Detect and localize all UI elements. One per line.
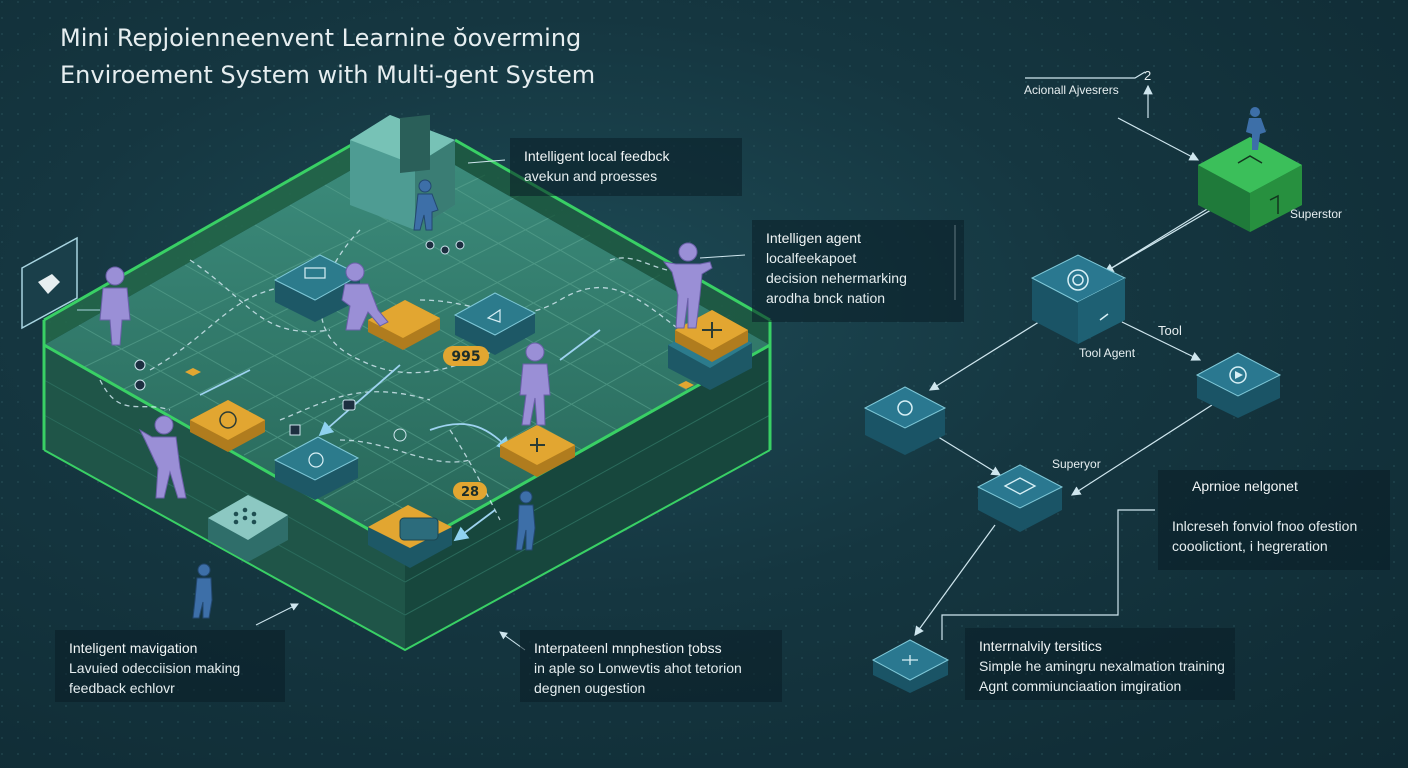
agent-figure-8 xyxy=(192,563,213,619)
agent-figure-6 xyxy=(413,179,439,231)
network-top-label: Acionall Ajvesrers xyxy=(1024,83,1119,97)
callout-agent-line2: localfeekapoet xyxy=(766,250,857,266)
badge-28-bg xyxy=(453,482,487,500)
title-line-2: Enviroement System with Multi-gent Syste… xyxy=(60,61,596,89)
left-tool-node xyxy=(863,386,947,455)
agent-figure-4 xyxy=(662,242,713,329)
callout-tactics-line3: Agnt commiunciaation imgiration xyxy=(979,678,1182,694)
callout-agent: Intelligen agent localfeekapoet decision… xyxy=(752,220,964,322)
tool-label: Tool xyxy=(1158,323,1182,338)
callout-navigation-line3: feedback echlovr xyxy=(69,680,175,696)
callout-local-feedback: Intelligent local feedbck avekun and pro… xyxy=(510,138,742,196)
callout-alignment-line3: cooolictiont, i hegreration xyxy=(1172,538,1328,554)
arena-right-side xyxy=(405,345,770,650)
callout-alignment: Aprnioe nelgonet Inlcreseh fonviol fnoo … xyxy=(1158,470,1390,570)
tile-terminal xyxy=(273,254,362,322)
agent-figure-3 xyxy=(519,342,551,426)
callout-manipulation-line1: Interpateenl mnphestion ʈobss xyxy=(534,640,722,656)
tile-chip xyxy=(273,436,360,500)
superyor-node xyxy=(976,464,1064,532)
orange-tile-3 xyxy=(500,425,575,477)
callout-navigation-line2: Lavuied odecciision making xyxy=(69,660,241,676)
callout-navigation-line1: Inteligent mavigation xyxy=(69,640,198,656)
orange-tile-1 xyxy=(368,300,440,350)
tool-agent-node xyxy=(1030,254,1127,344)
tile-panel xyxy=(208,495,288,562)
callout-agent-line4: arodha bnck nation xyxy=(766,290,886,306)
badge-995-bg xyxy=(443,346,489,366)
badge-28: 28 xyxy=(461,485,479,500)
network-edges xyxy=(914,71,1229,640)
callout-tactics-line1: Interrnalvily tersitics xyxy=(979,638,1102,654)
callout-local-feedback-line2: avekun and proesses xyxy=(524,168,658,184)
callout-manipulation: Interpateenl mnphestion ʈobss in aple so… xyxy=(520,630,782,702)
tile-arrow xyxy=(453,292,537,355)
callout-alignment-line2: Inlcreseh fonviol fnoo ofestion xyxy=(1172,518,1358,534)
arena-left-side xyxy=(44,345,405,650)
arena-floor xyxy=(44,165,770,550)
callout-alignment-line1: Aprnioe nelgonet xyxy=(1192,478,1298,494)
grid-number-badges: 995 28 xyxy=(443,346,489,500)
right-tool-node xyxy=(1195,352,1282,418)
callout-tactics-line2: Simple he amingru nexalmation training xyxy=(979,658,1225,674)
badge-995: 995 xyxy=(451,349,480,365)
network-top-number: 2 xyxy=(1144,68,1152,83)
supervisor-node xyxy=(1198,107,1302,232)
floor-chevrons xyxy=(185,368,694,389)
orange-tiles xyxy=(190,300,748,568)
agent-figure-1 xyxy=(99,266,131,346)
callout-manipulation-line2: in aple so Lonwevtis ahot tetorion xyxy=(534,660,742,676)
drone-icons xyxy=(134,240,465,442)
network-nodes xyxy=(863,107,1302,693)
agent-figure-2 xyxy=(341,262,389,331)
callout-local-feedback-line1: Intelligent local feedbck xyxy=(524,148,670,164)
orange-tile-5 xyxy=(368,505,452,568)
agents xyxy=(99,179,713,619)
agent-figure-7 xyxy=(515,490,536,551)
callout-manipulation-line3: degnen ougestion xyxy=(534,680,646,696)
agent-figure-5 xyxy=(138,415,187,499)
arena-grid xyxy=(78,164,735,531)
callout-agent-line1: Intelligen agent xyxy=(766,230,861,246)
orange-tile-2 xyxy=(190,400,265,452)
agent-paths xyxy=(99,229,701,521)
supervisor-label: Superstor xyxy=(1290,207,1343,221)
wall-monitor-icon xyxy=(21,236,100,330)
title-line-1: Mini Repjoienneenvent Learnine ŏoverming xyxy=(60,24,582,52)
bottom-tool-node xyxy=(871,639,950,693)
tool-agent-label: Tool Agent xyxy=(1079,346,1136,360)
callout-navigation: Inteligent mavigation Lavuied odecciisio… xyxy=(55,630,285,702)
callout-agent-line3: decision nehermarking xyxy=(766,270,907,286)
superyor-label: Superyor xyxy=(1052,457,1101,471)
callout-tactics: Interrnalvily tersitics Simple he amingr… xyxy=(965,628,1235,700)
page-title: Mini Repjoienneenvent Learnine ŏoverming… xyxy=(60,20,595,94)
